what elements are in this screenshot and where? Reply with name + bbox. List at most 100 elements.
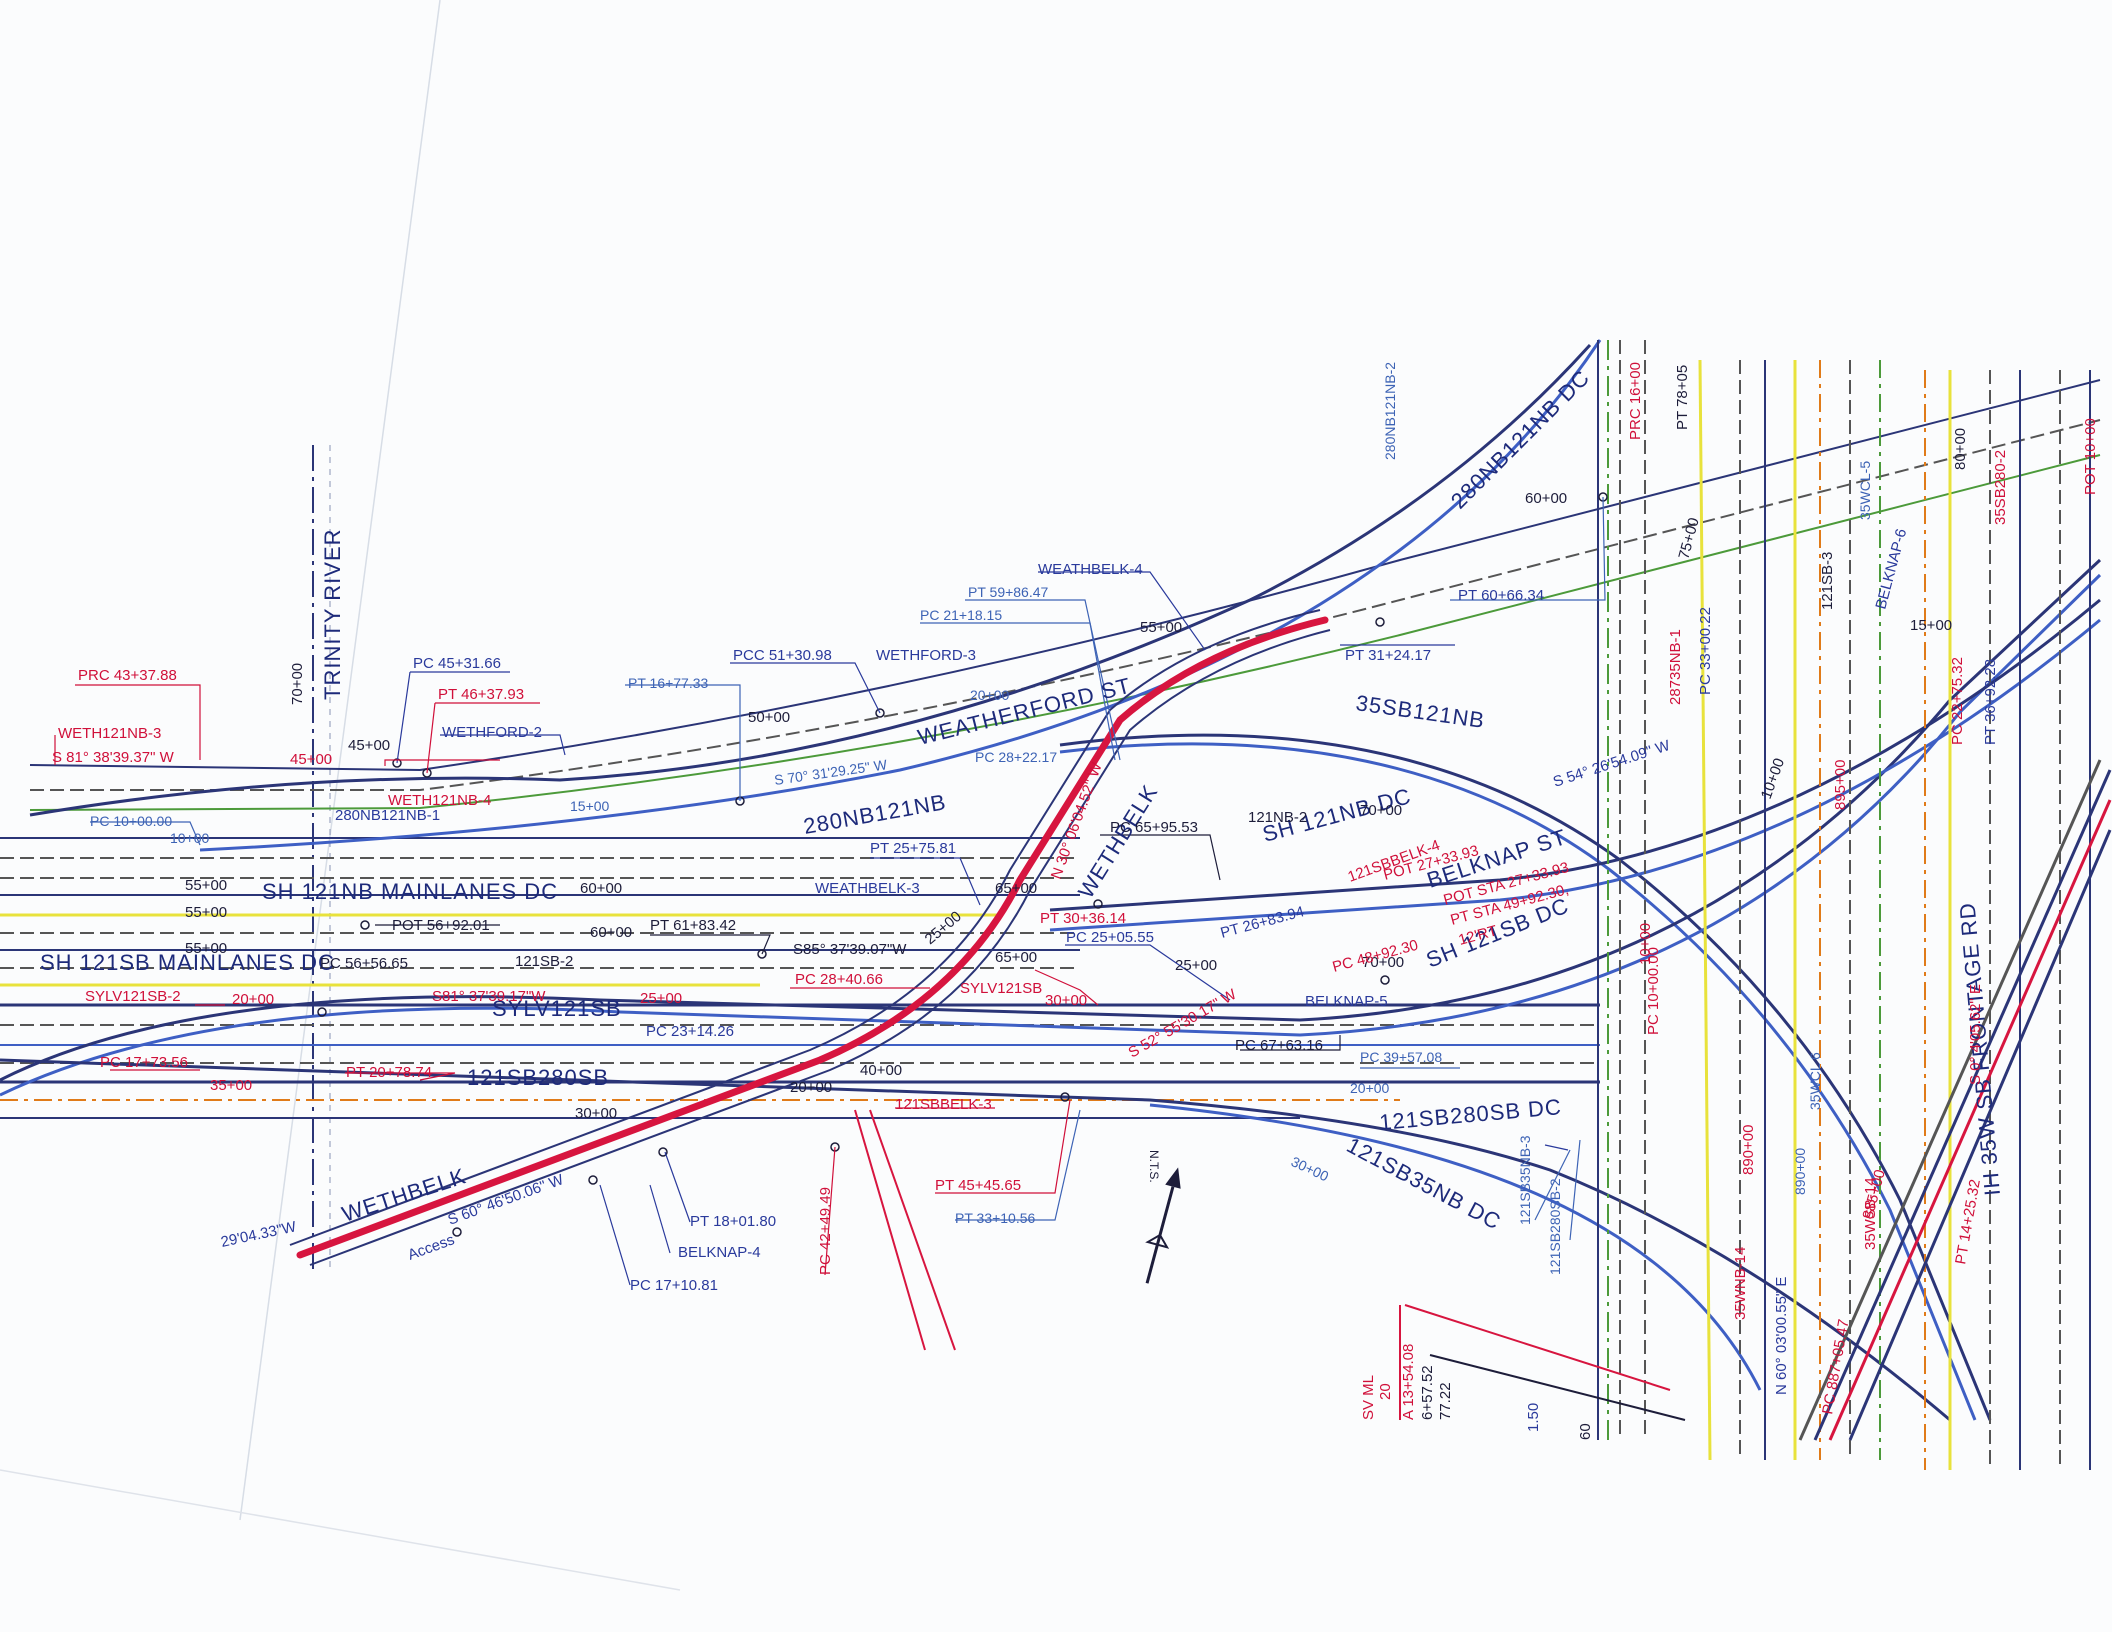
- pt-33-label: PT 33+10.56: [955, 1210, 1036, 1226]
- belknap-6-label: BELKNAP-6: [1872, 527, 1910, 611]
- 35wnb-14-label: 35WNB-14: [1732, 1247, 1749, 1320]
- bearing-54-label: S 54° 26'54.09" W: [1551, 737, 1673, 791]
- 35sb121nb-label: 35SB121NB: [1354, 690, 1486, 733]
- pt-78-label: PT 78+05: [1674, 365, 1691, 430]
- station-label: 70+00: [1360, 802, 1402, 819]
- trinity-river-label: TRINITY RIVER: [320, 528, 345, 700]
- station-label: 75+00: [1675, 516, 1702, 561]
- 121sb280sb-2-label: 121SB280SB-2: [1547, 1178, 1563, 1275]
- sylv121sb-2-label: SYLV121SB-2: [85, 988, 181, 1005]
- leader-lines: [54, 496, 1606, 1286]
- wethford-3-label: WETHFORD-3: [876, 647, 976, 664]
- pc-45-label: PC 45+31.66: [413, 655, 501, 672]
- black-leader: [1429, 1354, 1686, 1421]
- station-label: 30+00: [1045, 992, 1087, 1009]
- v150-label: 1.50: [1525, 1403, 1542, 1432]
- pt-36-label: PT 36+92.28: [1982, 659, 1999, 745]
- pot-10-label: POT 10+00: [2082, 418, 2099, 495]
- station-label: 55+00: [185, 877, 227, 894]
- pt-61-label: PT 61+83.42: [650, 917, 736, 934]
- pt-45-label: PT 45+45.65: [935, 1177, 1021, 1194]
- wethbelk-alignment-highlight: [296, 616, 1329, 1259]
- 121sb-3-label: 121SB-3: [1819, 552, 1836, 610]
- 35wsb-14-label: 35WSB-14: [1862, 1177, 1879, 1250]
- prc-16-label: PRC 16+00: [1627, 362, 1644, 440]
- station-label: 40+00: [860, 1062, 902, 1079]
- weathbelk-3-label: WEATHBELK-3: [815, 880, 920, 897]
- station-label: 55+00: [1140, 619, 1182, 636]
- pc-67-label: PC 67+63.16: [1235, 1037, 1323, 1054]
- station-label: 45+00: [348, 737, 390, 754]
- pc-56-label: PC 56+56.65: [320, 955, 408, 972]
- station-label: 20+00: [970, 687, 1010, 703]
- pc-28-top-label: PC 28+22.17: [975, 749, 1057, 765]
- belknap-5-label: BELKNAP-5: [1305, 993, 1388, 1010]
- station-label: 60+00: [580, 880, 622, 897]
- pot-56-label: POT 56+92.01: [392, 917, 490, 934]
- v20-label: 20: [1377, 1383, 1394, 1400]
- sheet-edge: [0, 1469, 681, 1591]
- station-label: 25+00: [1175, 957, 1217, 974]
- red-line-a: [854, 1109, 926, 1351]
- station-label: 10+00: [170, 830, 210, 846]
- pc-25-label: PC 25+05.55: [1066, 929, 1154, 946]
- station-label: 70+00: [1362, 954, 1404, 971]
- bearing-81-label: S 81° 38'39.37" W: [52, 749, 175, 766]
- prc-43-label: PRC 43+37.88: [78, 667, 177, 684]
- bearing-81b-label: S81° 37'39.17"W: [432, 988, 546, 1005]
- pc-10b-label: PC 10+00.00: [1645, 947, 1662, 1035]
- 280nb121nb-dc-label: 280NB121NB DC: [1446, 365, 1595, 514]
- pc-22-label: PC 22+75.32: [1949, 657, 1966, 745]
- pt-30-label: PT 30+36.14: [1040, 910, 1126, 927]
- pc-17-label: PC 17+73.56: [100, 1054, 188, 1071]
- bearing-0-label: S 0° 4'05.62" E: [1967, 984, 1984, 1085]
- pc-17b-label: PC 17+10.81: [630, 1277, 718, 1294]
- station-label: 60+00: [1525, 490, 1567, 507]
- station-label: 10+00: [1637, 923, 1654, 965]
- sylv121sb-label: SYLV121SB: [492, 996, 622, 1021]
- station-label: 20+00: [790, 1079, 832, 1096]
- station-label: 50+00: [748, 709, 790, 726]
- station-label: 35+00: [210, 1077, 252, 1094]
- red-line-b: [869, 1109, 956, 1351]
- pt-31-label: PT 31+24.17: [1345, 647, 1431, 664]
- pc-21-label: PC 21+18.15: [920, 607, 1002, 623]
- nts-label: N.T.S.: [1147, 1150, 1161, 1183]
- pc-10-label: PC 10+00.00: [90, 813, 172, 829]
- 35sb280-2-label: 35SB280-2: [1992, 450, 2009, 525]
- station-label: 80+00: [1952, 428, 1969, 470]
- access-label: Access: [406, 1231, 457, 1264]
- bearing-60-label: N 60° 03'00.55" E: [1773, 1277, 1790, 1395]
- station-label: 890+00: [1792, 1148, 1808, 1195]
- 121sb35nb-3-label: 121SB35NB-3: [1517, 1135, 1533, 1225]
- sh121sb-mainlanes-label: SH 121SB MAINLANES DC: [40, 950, 335, 975]
- station-label: 30+00: [1289, 1153, 1332, 1184]
- station-label: 20+00: [1350, 1080, 1390, 1096]
- red-leader-a: [1404, 1304, 1671, 1391]
- v5752-label: 6+57.52: [1419, 1365, 1436, 1420]
- wethford-2-label: WETHFORD-2: [442, 724, 542, 741]
- station-label: 65+00: [995, 880, 1037, 897]
- ramp-curves: [0, 339, 2102, 1422]
- pt-26-label: PT 26+83.94: [1219, 903, 1307, 942]
- 280nb121nb-1-label: 280NB121NB-1: [335, 807, 440, 824]
- sv-ml-label: SV ML: [1360, 1375, 1377, 1420]
- bearing-85-label: S85° 37'39.07"W: [793, 941, 907, 958]
- north-arrow-icon: [1145, 1167, 1181, 1284]
- belknap-4-label: BELKNAP-4: [678, 1244, 761, 1261]
- ih35w-diagonal-ramps: [1798, 759, 2112, 1441]
- pt-25-label: PT 25+75.81: [870, 840, 956, 857]
- pc-23-label: PC 23+14.26: [646, 1023, 734, 1040]
- station-label: 15+00: [1910, 617, 1952, 634]
- station-label: 45+00: [290, 751, 332, 768]
- 121sbbelk-3-label: 121SBBELK-3: [895, 1096, 992, 1113]
- station-label: 70+00: [289, 663, 306, 705]
- pt-59-label: PT 59+86.47: [968, 584, 1049, 600]
- 121sb280sb-dc-label: 121SB280SB DC: [1378, 1094, 1562, 1135]
- pt-16-label: PT 16+77.33: [628, 675, 709, 691]
- bearing-52-label: S 52° 55'30.17" W: [1126, 985, 1241, 1061]
- pt-18-label: PT 18+01.80: [690, 1213, 776, 1230]
- station-label: 25+00: [640, 990, 682, 1007]
- 35wcl-6-label: 35WCL 6: [1807, 1052, 1823, 1110]
